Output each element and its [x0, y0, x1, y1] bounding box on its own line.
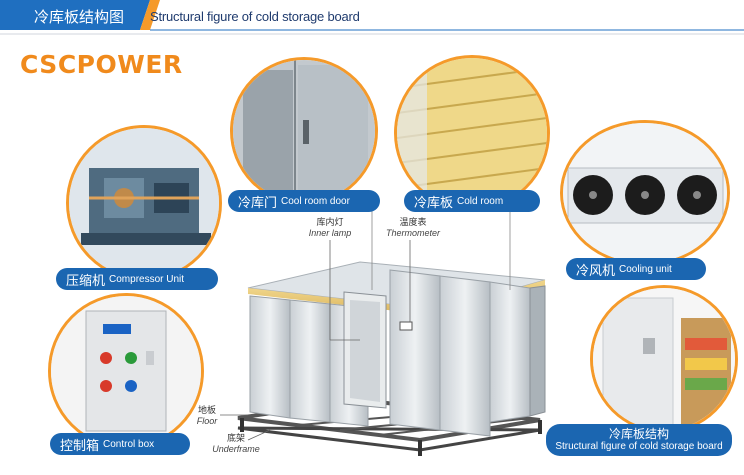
- label-cold-room-cn: 冷库板: [414, 195, 454, 211]
- annotation-inner-lamp-cn: 库内灯: [316, 218, 344, 228]
- annotation-thermometer-cn: 温度表: [399, 218, 427, 228]
- label-compressor: 压缩机 Compressor Unit: [56, 268, 218, 290]
- compressor-image: [66, 125, 222, 281]
- label-board-structure-cn: 冷库板结构: [608, 427, 669, 441]
- label-control-box: 控制箱 Control box: [50, 433, 190, 455]
- cooling-unit-image: [560, 120, 730, 266]
- annotation-underframe-cn: 底架: [226, 434, 245, 444]
- annotation-floor-cn: 地板: [197, 406, 216, 416]
- label-door-en: Cool room door: [281, 195, 350, 207]
- label-cooling-unit-cn: 冷风机: [576, 263, 616, 279]
- label-cooling-unit: 冷风机 Cooling unit: [566, 258, 706, 280]
- label-cold-room: 冷库板 Cold room: [404, 190, 540, 212]
- label-cool-room-door: 冷库门 Cool room door: [228, 190, 380, 212]
- label-board-structure-en: Structural figure of cold storage board: [555, 441, 723, 452]
- label-control-box-en: Control box: [103, 438, 155, 450]
- label-board-structure: 冷库板结构 Structural figure of cold storage …: [546, 424, 732, 456]
- brand-logo: CSCPOWER: [20, 50, 183, 79]
- annotation-thermometer: 温度表 Thermometer: [378, 218, 448, 238]
- annotation-underframe: 底架 Underframe: [208, 434, 264, 454]
- annotation-floor: 地板 Floor: [192, 406, 222, 426]
- header-title-en: Structural figure of cold storage board: [150, 9, 360, 24]
- label-cooling-unit-en: Cooling unit: [619, 263, 672, 275]
- board-structure-image: [590, 285, 738, 433]
- annotation-floor-en: Floor: [196, 416, 218, 426]
- label-door-cn: 冷库门: [238, 195, 278, 211]
- label-control-box-cn: 控制箱: [60, 438, 100, 454]
- header-bar: [0, 0, 744, 35]
- label-cold-room-en: Cold room: [457, 195, 504, 207]
- cold-room-panel-image: [394, 55, 550, 211]
- cool-room-door-image: [230, 57, 378, 205]
- label-compressor-cn: 压缩机: [66, 273, 106, 289]
- label-compressor-en: Compressor Unit: [109, 273, 185, 285]
- annotation-inner-lamp-en: Inner lamp: [308, 228, 352, 238]
- control-box-image: [48, 293, 204, 449]
- annotation-inner-lamp: 库内灯 Inner lamp: [300, 218, 360, 238]
- header-title-cn: 冷库板结构图: [34, 8, 125, 26]
- annotation-thermometer-en: Thermometer: [385, 228, 440, 238]
- annotation-underframe-en: Underframe: [212, 444, 260, 454]
